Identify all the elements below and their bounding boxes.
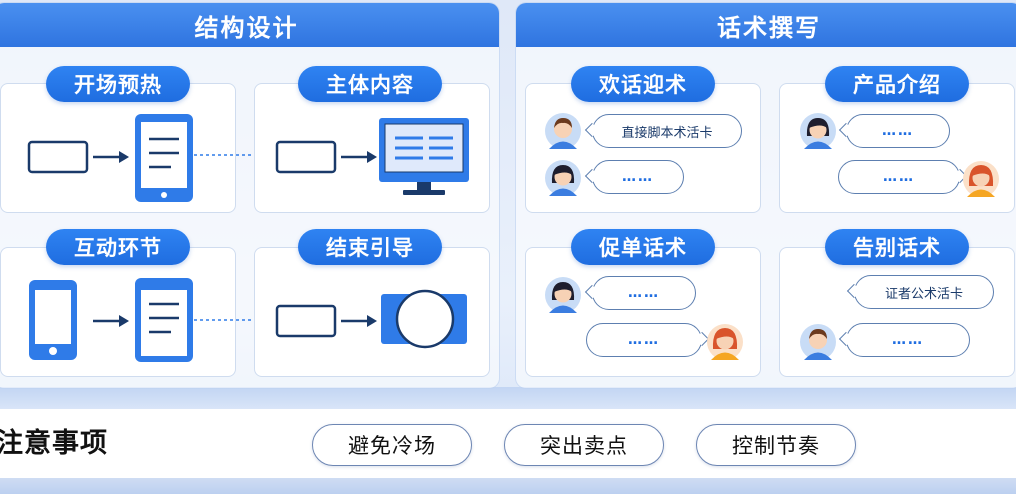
card-closing-guide xyxy=(254,247,490,377)
rectangle-to-camera-diagram xyxy=(275,289,467,349)
background-bottom xyxy=(0,478,1016,494)
phone-to-tablet-diagram xyxy=(29,278,193,362)
avatar-male-icon xyxy=(545,113,581,149)
pill-closing-sale-script: 促单话术 xyxy=(571,229,715,265)
background-stripe xyxy=(0,387,1016,409)
bubble-farewell-bottom: …… xyxy=(838,323,970,357)
pill-product-intro: 产品介绍 xyxy=(825,66,969,102)
bubble-welcome-top: 直接脚本术活卡 xyxy=(584,114,742,148)
avatar-redhair-female-icon xyxy=(963,161,999,197)
script-writing-panel: 话术撰写 欢话迎术 直接脚本术活卡 …… 产品介绍 …… …… xyxy=(516,3,1016,388)
avatar-redhair-female-icon xyxy=(707,324,743,360)
bubble-closing-sale-top: …… xyxy=(584,276,696,310)
rectangle-to-monitor-diagram xyxy=(275,118,469,195)
pill-welcome-script: 欢话迎术 xyxy=(571,66,715,102)
avatar-male-icon xyxy=(800,324,836,360)
structure-design-panel: 结构设计 开场预热 xyxy=(0,3,499,388)
avatar-female-icon xyxy=(800,113,836,149)
bubble-farewell-top: 证者公术活卡 xyxy=(846,275,994,309)
pill-interaction: 互动环节 xyxy=(46,229,190,265)
card-interaction xyxy=(0,247,236,377)
card-main-content xyxy=(254,83,490,213)
note-avoid-silence: 避免冷场 xyxy=(312,424,472,466)
avatar-female-icon xyxy=(545,277,581,313)
pill-farewell-script: 告别话术 xyxy=(825,229,969,265)
note-control-pace: 控制节奏 xyxy=(696,424,856,466)
bubble-welcome-bottom: …… xyxy=(584,160,684,194)
pill-closing-guide: 结束引导 xyxy=(298,229,442,265)
bubble-closing-sale-bottom: …… xyxy=(586,323,710,357)
notes-title: 注意事项 xyxy=(0,428,108,459)
bubble-product-bottom: …… xyxy=(838,160,968,194)
note-highlight-selling-points: 突出卖点 xyxy=(504,424,664,466)
script-writing-title: 话术撰写 xyxy=(516,3,1016,47)
pill-main-content: 主体内容 xyxy=(298,66,442,102)
rectangle-to-tablet-diagram xyxy=(27,114,193,202)
structure-design-title: 结构设计 xyxy=(0,3,499,47)
avatar-female-icon xyxy=(545,160,581,196)
pill-opening-warmup: 开场预热 xyxy=(46,66,190,102)
bubble-product-top: …… xyxy=(838,114,950,148)
card-opening-warmup xyxy=(0,83,236,213)
